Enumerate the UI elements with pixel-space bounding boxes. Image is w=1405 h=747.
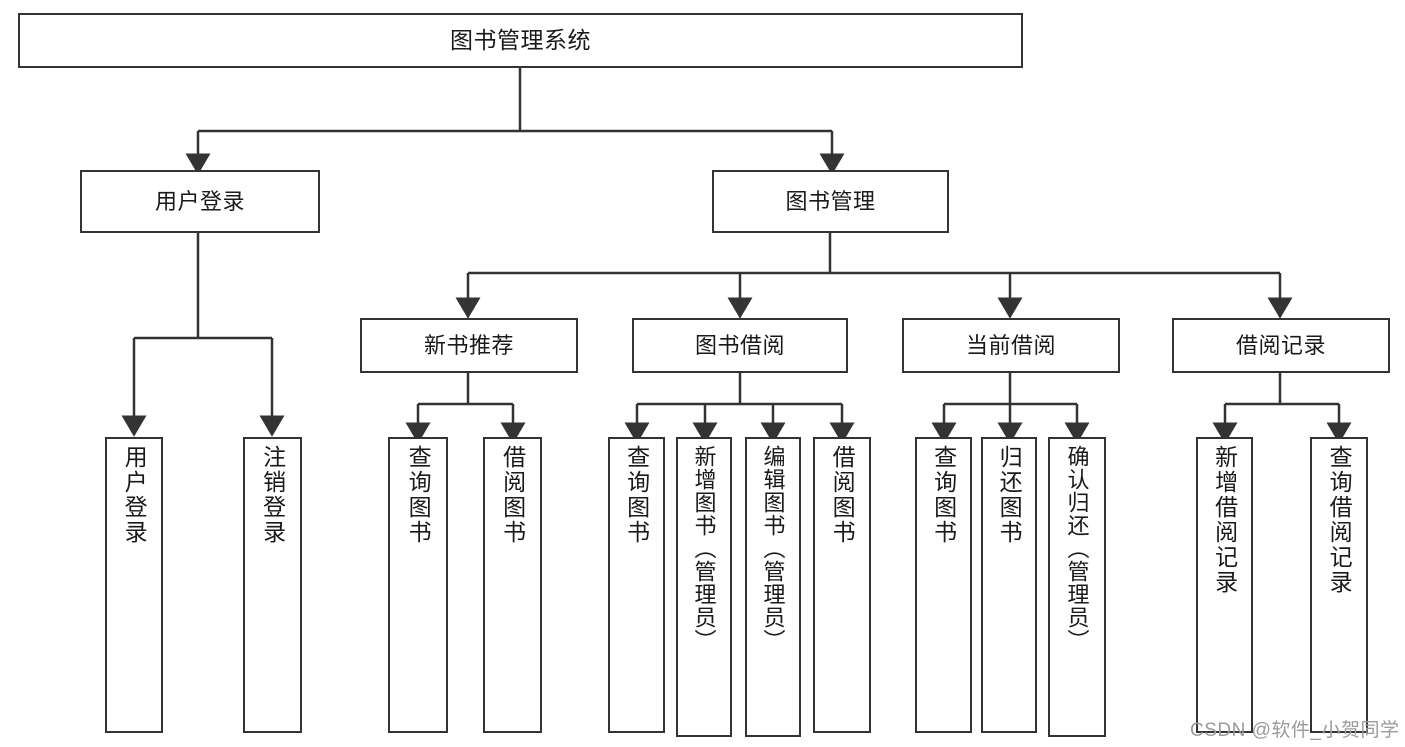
leaf-current-query-book[interactable]: 查询图书 [915,437,972,733]
node-book-borrow[interactable]: 图书借阅 [632,318,848,373]
leaf-records-add-record-label: 新增借阅记录 [1211,445,1238,595]
node-current-borrow-label: 当前借阅 [965,332,1056,358]
node-new-book-recommend[interactable]: 新书推荐 [360,318,578,373]
leaf-records-add-record[interactable]: 新增借阅记录 [1196,437,1253,733]
leaf-newbook-borrow-book-label: 借阅图书 [499,445,526,545]
leaf-newbook-borrow-book[interactable]: 借阅图书 [483,437,542,733]
leaf-newbook-query-book-label: 查询图书 [405,445,432,545]
leaf-user-login[interactable]: 用户登录 [105,437,163,733]
leaf-current-return-book-label: 归还图书 [996,445,1023,545]
leaf-newbook-query-book[interactable]: 查询图书 [388,437,448,733]
leaf-borrow-edit-book-admin-label: 编辑图书（管理员） [760,445,786,652]
node-new-book-recommend-label: 新书推荐 [423,332,514,358]
node-book-management-label: 图书管理 [785,188,876,214]
node-book-management[interactable]: 图书管理 [712,170,949,233]
leaf-records-query-record-label: 查询借阅记录 [1326,445,1353,595]
node-user-login-label: 用户登录 [154,188,245,214]
leaf-borrow-query-book[interactable]: 查询图书 [608,437,665,733]
node-root[interactable]: 图书管理系统 [18,13,1023,68]
leaf-current-confirm-return-admin[interactable]: 确认归还（管理员） [1048,437,1106,737]
node-borrow-records-label: 借阅记录 [1235,332,1326,358]
node-borrow-records[interactable]: 借阅记录 [1172,318,1390,373]
leaf-borrow-borrow-book-label: 借阅图书 [829,445,856,545]
leaf-borrow-edit-book-admin[interactable]: 编辑图书（管理员） [745,437,801,737]
node-root-label: 图书管理系统 [450,26,591,53]
leaf-logout-label: 注销登录 [259,445,286,545]
node-book-borrow-label: 图书借阅 [694,332,785,358]
leaf-borrow-query-book-label: 查询图书 [623,445,650,545]
csdn-watermark: CSDN @软件_小贺同学 [1190,720,1400,741]
leaf-logout[interactable]: 注销登录 [243,437,302,733]
leaf-records-query-record[interactable]: 查询借阅记录 [1310,437,1368,733]
node-user-login[interactable]: 用户登录 [80,170,320,233]
leaf-current-confirm-return-admin-label: 确认归还（管理员） [1064,445,1090,652]
leaf-borrow-add-book-admin-label: 新增图书（管理员） [691,445,717,652]
leaf-current-query-book-label: 查询图书 [930,445,957,545]
leaf-user-login-label: 用户登录 [121,445,148,545]
leaf-borrow-add-book-admin[interactable]: 新增图书（管理员） [676,437,732,737]
leaf-borrow-borrow-book[interactable]: 借阅图书 [813,437,871,733]
leaf-current-return-book[interactable]: 归还图书 [981,437,1037,733]
node-current-borrow[interactable]: 当前借阅 [902,318,1120,373]
